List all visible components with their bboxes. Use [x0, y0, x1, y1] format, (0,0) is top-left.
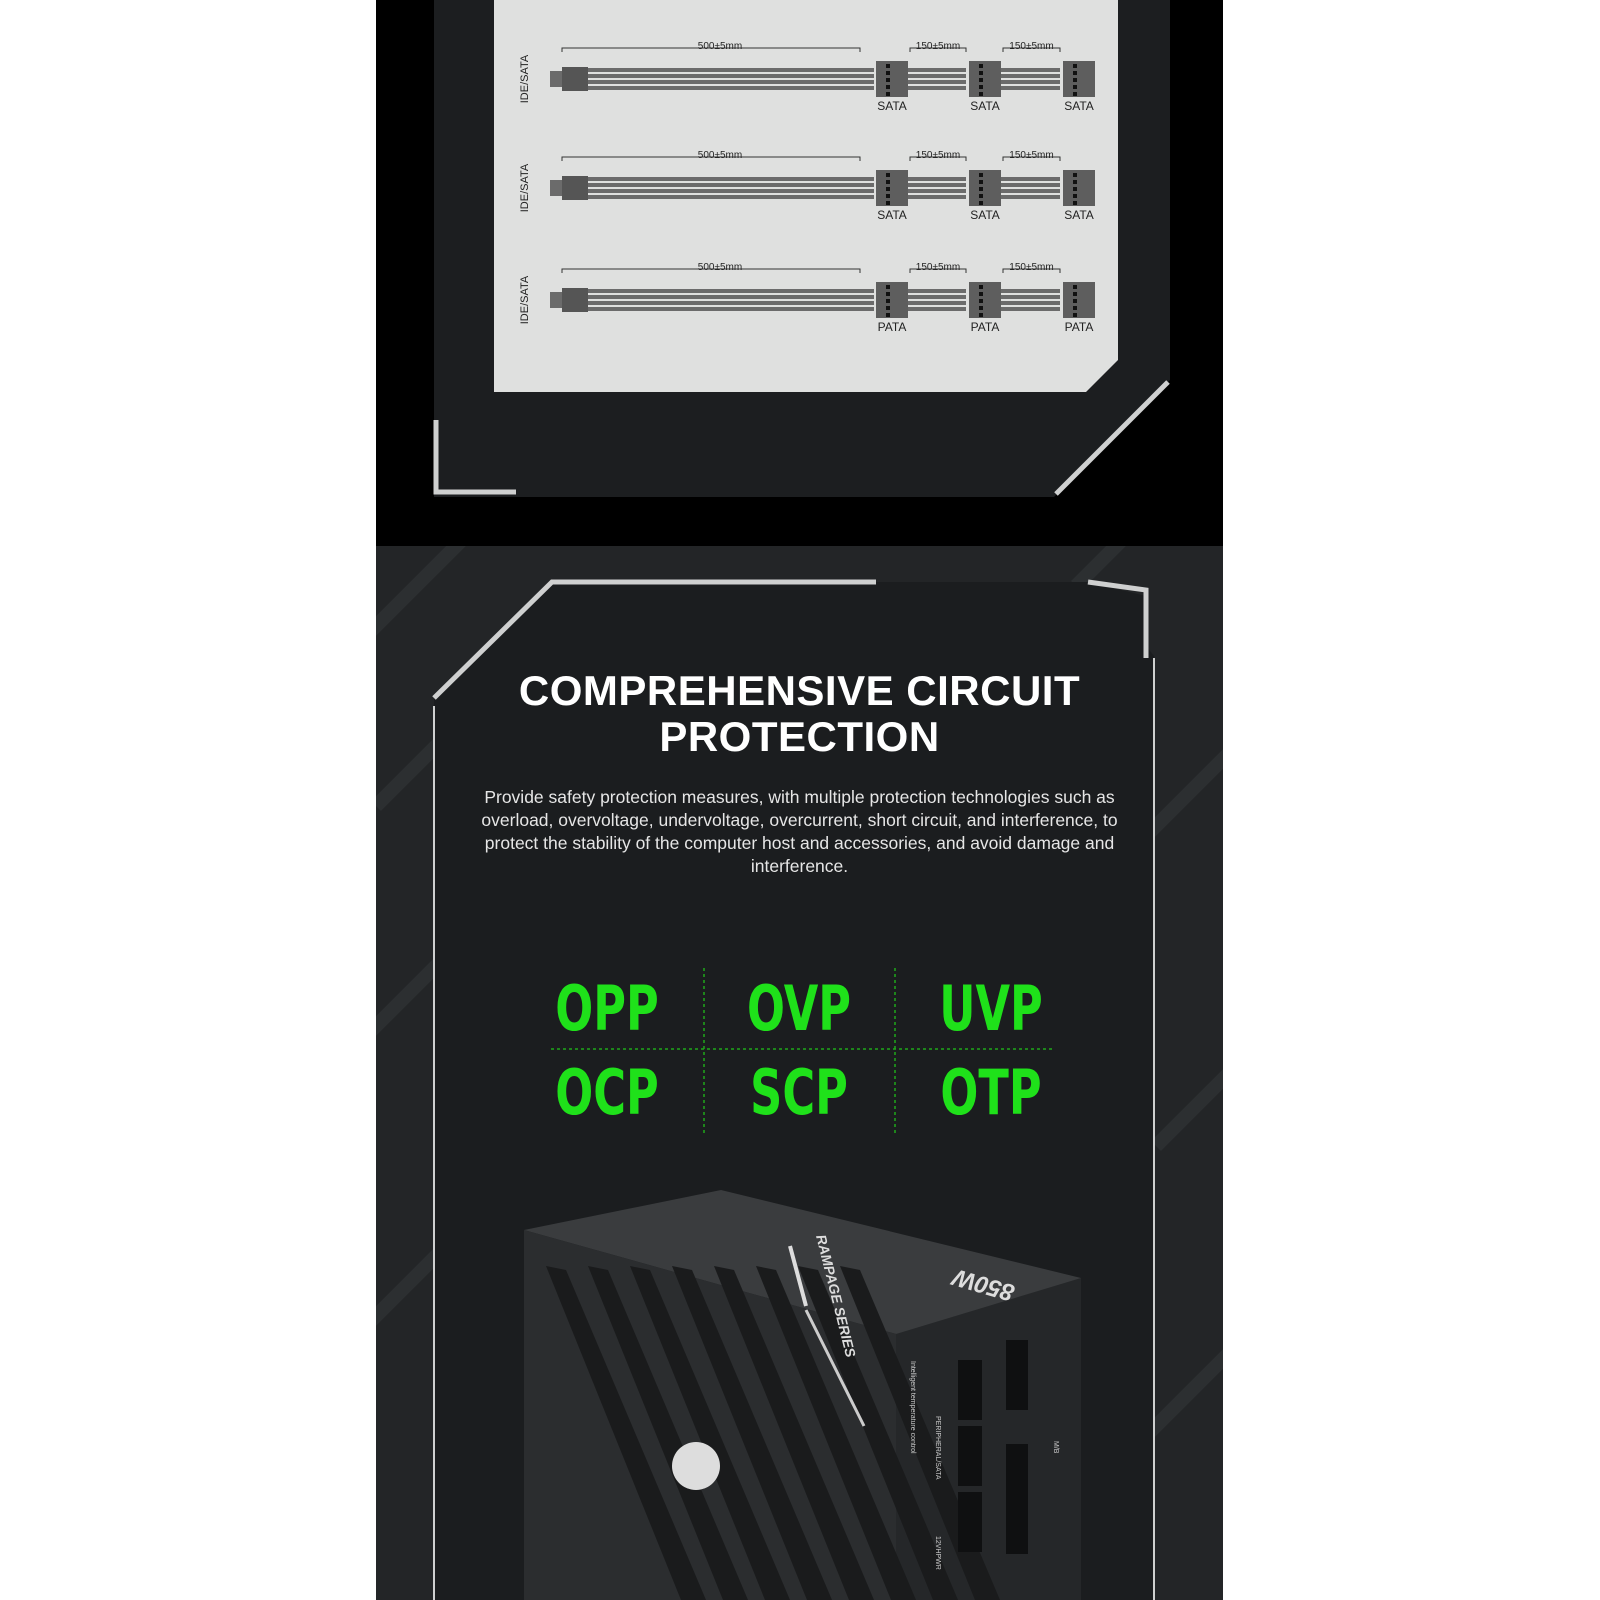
length-label: 150±5mm [1009, 262, 1053, 273]
connector-label: PATA [971, 320, 1000, 334]
corner-accent [433, 420, 516, 495]
feature-opp: OPP [555, 972, 659, 1045]
connector [1063, 61, 1095, 97]
feature-otp: OTP [940, 1056, 1042, 1129]
connector [876, 170, 908, 206]
connector-label: SATA [1064, 208, 1094, 222]
connector [969, 61, 1001, 97]
section-title: COMPREHENSIVE CIRCUIT PROTECTION [518, 667, 1081, 760]
length-label: 150±5mm [916, 150, 960, 161]
connector-label: PATA [878, 320, 907, 334]
feature-ocp: OCP [555, 1056, 659, 1129]
connector-label: SATA [877, 99, 907, 113]
connector [876, 61, 908, 97]
connector [1063, 282, 1095, 318]
length-label: 150±5mm [1009, 150, 1053, 161]
psu-image: RAMPAGE SERIES 850W Intelligent temperat… [524, 1190, 1081, 1600]
connector-label: PATA [1065, 320, 1094, 334]
port-label: PERIPHERAL/SATA [934, 1416, 941, 1480]
cable-label: IDE/SATA [519, 163, 531, 212]
length-label: 500±5mm [698, 150, 742, 161]
connector-label: SATA [970, 99, 1000, 113]
connector-label: SATA [877, 208, 907, 222]
connector-label: SATA [970, 208, 1000, 222]
cable-label: IDE/SATA [519, 54, 531, 103]
connector [969, 282, 1001, 318]
corner-accent [1054, 380, 1170, 496]
feature-uvp: UVP [939, 972, 1043, 1045]
protection-grid-lines [551, 968, 1055, 1136]
feature-ovp: OVP [746, 972, 852, 1045]
connector [876, 282, 908, 318]
length-label: 150±5mm [916, 262, 960, 273]
length-label: 150±5mm [916, 41, 960, 52]
feature-scp: SCP [750, 1056, 848, 1129]
protection-section: COMPREHENSIVE CIRCUIT PROTECTION Provide… [376, 546, 1223, 1600]
temp-label: Intelligent temperature control [909, 1361, 916, 1454]
length-label: 500±5mm [698, 262, 742, 273]
length-label: 150±5mm [1009, 41, 1053, 52]
connector [969, 170, 1001, 206]
length-label: 500±5mm [698, 41, 742, 52]
fan-logo [672, 1442, 720, 1490]
connector-label: SATA [1064, 99, 1094, 113]
cable-label: IDE/SATA [519, 275, 531, 324]
port-label: 12VHPWR [934, 1536, 941, 1570]
section-description: Provide safety protection measures, with… [481, 787, 1118, 876]
port-label: M/B [1052, 1441, 1059, 1454]
connector [1063, 170, 1095, 206]
